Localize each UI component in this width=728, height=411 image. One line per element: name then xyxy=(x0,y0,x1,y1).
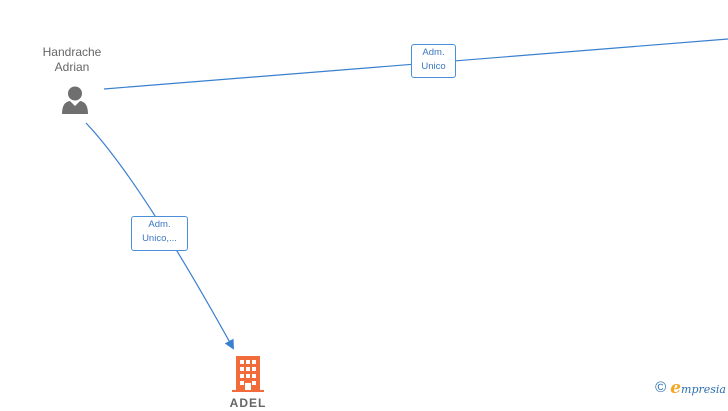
copyright-icon: © xyxy=(655,379,667,396)
person-name-line2: Adrian xyxy=(54,60,90,74)
brand-initial: e xyxy=(670,378,682,398)
edge-label-line1: Adm. xyxy=(148,219,171,230)
person-name-line1: Handrache xyxy=(42,45,102,59)
person-name-label[interactable]: Handrache Adrian xyxy=(32,45,112,75)
empresia-logo: e mpresia xyxy=(670,378,726,398)
edge-label-line2: Unico xyxy=(421,61,446,72)
company-name-label[interactable]: ADEL xyxy=(229,396,267,410)
edge-label-line2: Unico,... xyxy=(142,233,177,244)
edge-person-to-company xyxy=(85,122,234,350)
edge-label-adm-unico[interactable]: Adm. Unico xyxy=(411,44,456,78)
brand-rest: mpresia xyxy=(681,383,726,396)
edge-label-adm-unico-more[interactable]: Adm. Unico,... xyxy=(131,216,188,251)
person-icon[interactable] xyxy=(59,85,91,115)
edge-label-line1: Adm. xyxy=(422,47,445,58)
building-icon[interactable] xyxy=(232,356,264,392)
empresia-watermark[interactable]: © e mpresia xyxy=(655,378,726,398)
